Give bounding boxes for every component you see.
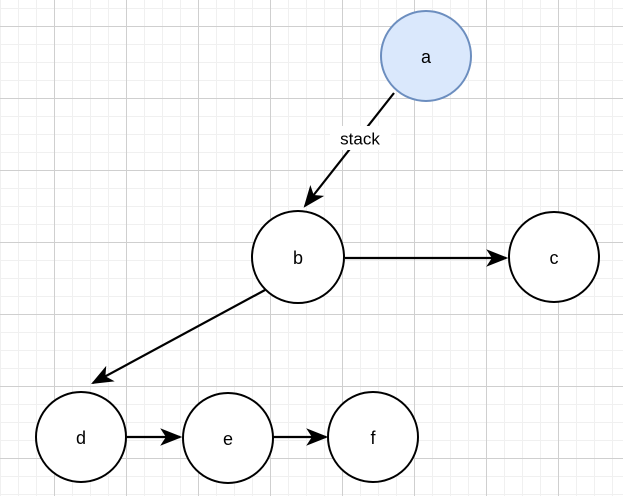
node-e-shape[interactable] [182, 392, 274, 484]
node-d[interactable]: d [35, 391, 127, 483]
node-f[interactable]: f [327, 391, 419, 483]
node-c[interactable]: c [508, 211, 600, 303]
node-b[interactable]: b [251, 210, 345, 304]
edge-b-d-line [91, 289, 266, 385]
node-b-label: b [293, 248, 303, 268]
node-e[interactable]: e [182, 392, 274, 484]
node-c-label: c [550, 248, 559, 268]
node-b-shape[interactable] [251, 210, 345, 304]
node-d-shape[interactable] [35, 391, 127, 483]
edge-a-b[interactable]: stack [303, 92, 395, 208]
node-a-shape[interactable] [380, 10, 472, 102]
edge-b-d[interactable] [91, 289, 266, 385]
edge-a-b-label-background [330, 126, 391, 150]
node-d-label: d [76, 428, 86, 448]
node-f-label: f [370, 428, 376, 448]
node-e-label: e [223, 429, 233, 449]
edge-a-b-label: stack [340, 130, 380, 149]
node-c-shape[interactable] [508, 211, 600, 303]
node-a-label: a [421, 47, 432, 67]
node-a[interactable]: a [380, 10, 472, 102]
node-f-shape[interactable] [327, 391, 419, 483]
